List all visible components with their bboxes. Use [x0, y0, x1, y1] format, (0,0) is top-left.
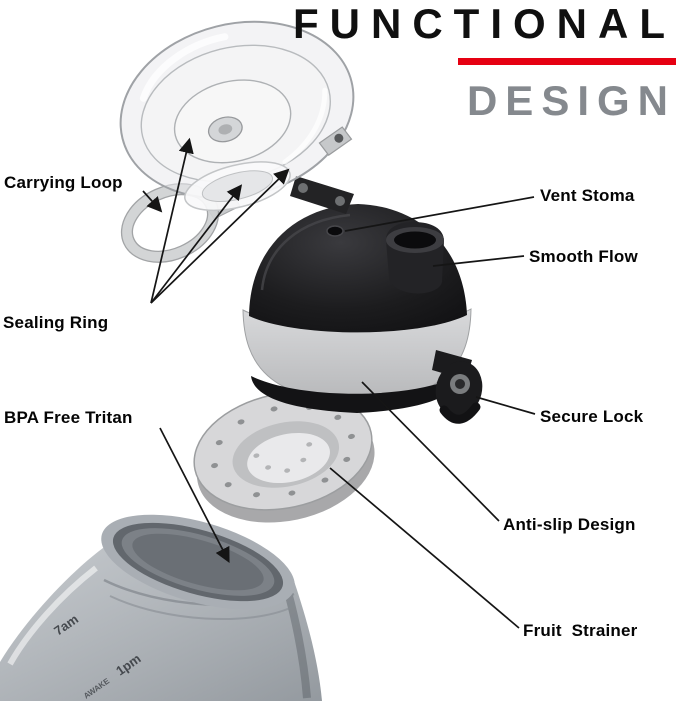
callout-leader-lines — [142, 137, 536, 629]
lid-highlight — [282, 87, 328, 165]
callout-label-fruit-strainer: Fruit Strainer — [523, 621, 638, 640]
line-sealing-ring-2 — [150, 184, 243, 304]
title-accent-bar — [458, 58, 676, 66]
lid-highlight — [139, 33, 229, 102]
line-sealing-ring-1 — [150, 137, 194, 304]
bottle-thread-line — [109, 595, 291, 621]
fruit-strainer-part — [193, 391, 375, 523]
line-carrying-loop — [142, 190, 163, 213]
bottle-cap — [242, 204, 483, 424]
bottle-body: 7am 1pm AWAKE — [0, 514, 322, 701]
line-fruit-strainer — [329, 467, 520, 629]
line-sealing-ring-3 — [150, 168, 290, 304]
cap-bottom-rim — [251, 374, 463, 413]
lid-hinge-pin — [334, 133, 344, 143]
bottle-highlight — [7, 565, 98, 666]
bottle-shade — [284, 590, 311, 699]
line-bpa-free-tritan — [159, 427, 230, 564]
line-vent-stoma — [344, 196, 535, 232]
callout-label-smooth-flow: Smooth Flow — [529, 247, 638, 266]
callout-label-vent-stoma: Vent Stoma — [540, 186, 635, 205]
line-anti-slip — [361, 381, 500, 522]
line-secure-lock — [475, 396, 536, 415]
lid-hinge — [290, 176, 354, 214]
callout-label-anti-slip-design: Anti-slip Design — [503, 515, 636, 534]
callout-label-sealing-ring: Sealing Ring — [3, 313, 109, 332]
spout — [386, 222, 444, 294]
callout-label-secure-lock: Secure Lock — [540, 407, 644, 426]
callout-label-bpa-free-tritan: BPA Free Tritan — [4, 408, 133, 427]
strainer-inner-holes — [253, 442, 313, 473]
page-title-line-2: DESIGN — [466, 77, 676, 125]
cap-highlight — [260, 213, 351, 291]
bottle-mouth — [101, 514, 295, 610]
title-block: FUNCTIONAL DESIGN — [293, 0, 676, 125]
line-smooth-flow — [432, 255, 525, 267]
vent-hole — [326, 225, 344, 237]
page-title-line-1: FUNCTIONAL — [293, 0, 676, 47]
lock-clasp — [432, 350, 483, 424]
callout-label-carrying-loop: Carrying Loop — [4, 173, 123, 192]
